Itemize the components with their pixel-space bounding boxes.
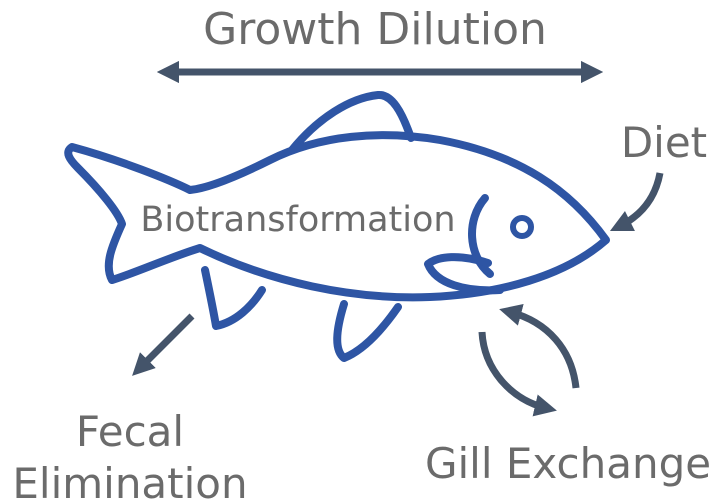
growth-dilution-label: Growth Dilution — [203, 4, 547, 55]
biotransformation-label: Biotransformation — [140, 200, 455, 240]
fecal-elimination-arrow-icon — [132, 313, 195, 376]
elimination-label: Elimination — [12, 459, 247, 504]
gill-exchange-arrows-icon — [478, 304, 580, 417]
gill-exchange-label: Gill Exchange — [425, 439, 711, 488]
fish-eye-icon — [510, 215, 534, 239]
diet-label: Diet — [621, 118, 707, 167]
fish-outline-icon — [64, 91, 610, 362]
diet-arrow-icon — [609, 172, 664, 232]
fecal-label: Fecal — [76, 407, 184, 456]
